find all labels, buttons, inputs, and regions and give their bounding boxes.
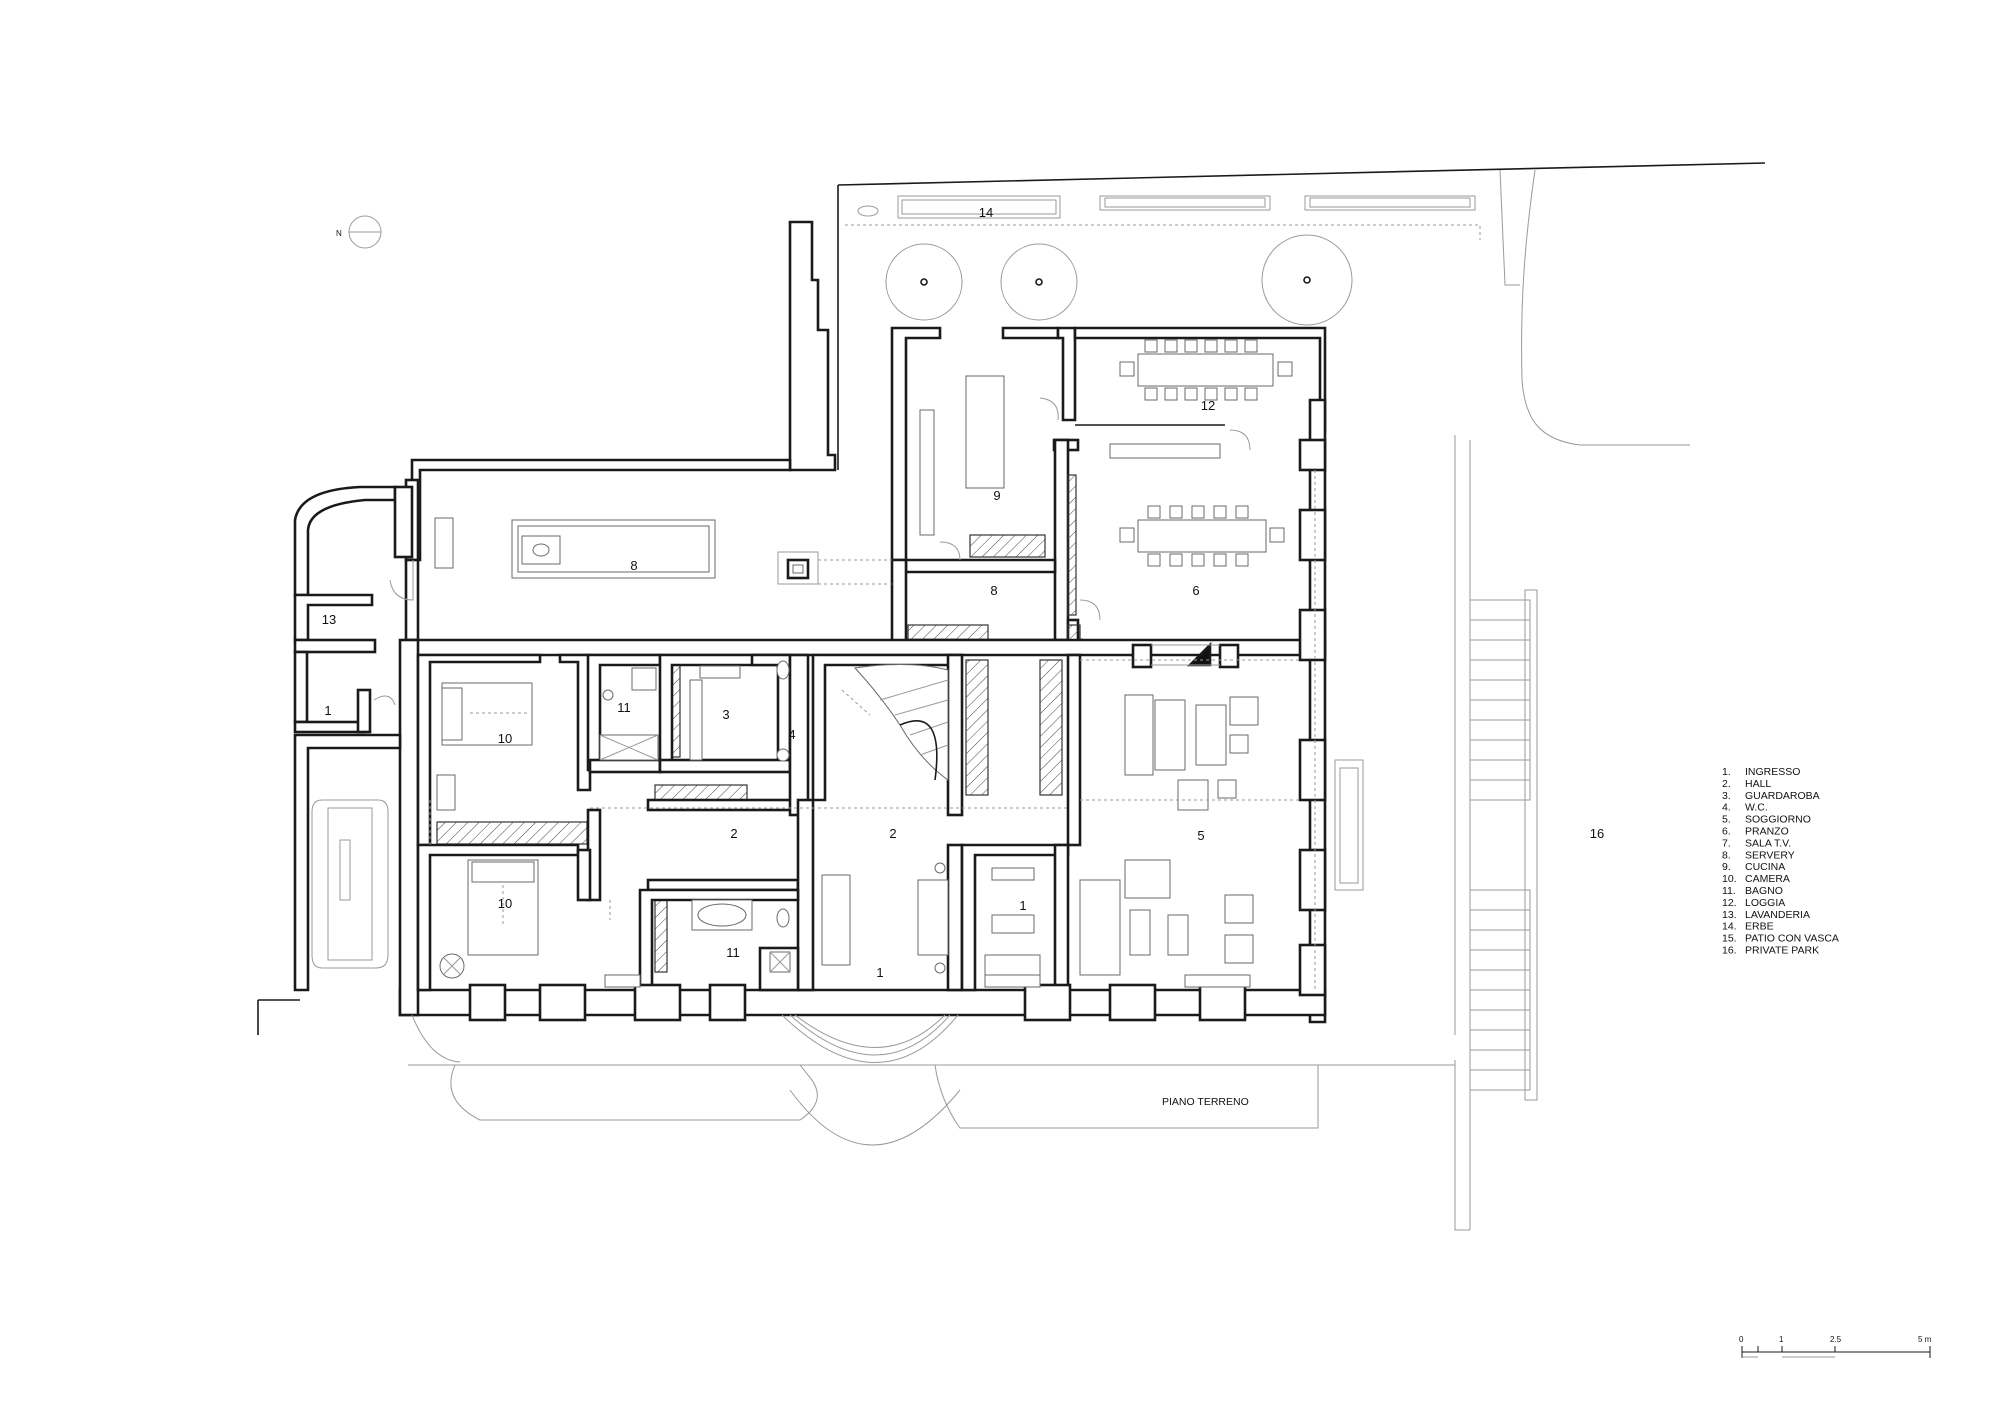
legend-label: SOGGIORNO xyxy=(1745,814,1811,826)
plan-title: PIANO TERRENO xyxy=(1162,1096,1249,1108)
legend-number: 3. xyxy=(1722,790,1731,802)
room-label-pranzo: 6 xyxy=(1192,583,1199,598)
legend-number: 16. xyxy=(1722,945,1737,957)
legend-label: GUARDAROBA xyxy=(1745,790,1820,802)
bath-upper-fixtures xyxy=(599,667,659,761)
legend-number: 2. xyxy=(1722,778,1731,790)
dining-table xyxy=(1109,443,1285,567)
legend-label: PATIO CON VASCA xyxy=(1745,933,1839,945)
room-boundaries xyxy=(590,470,1316,990)
legend-label: PRANZO xyxy=(1745,826,1789,838)
legend-number: 7. xyxy=(1722,837,1731,849)
room-label-lavanderia: 13 xyxy=(322,612,336,627)
legend-label: INGRESSO xyxy=(1745,766,1800,778)
room-label-ingresso-a: 1 xyxy=(324,703,331,718)
scale-tick-0: 0 xyxy=(1739,1335,1744,1344)
legend-number: 10. xyxy=(1722,873,1737,885)
room-label-camera-b: 10 xyxy=(498,896,512,911)
left-wing-walls xyxy=(257,485,414,1035)
legend: 1. INGRESSO 2. HALL 3. GUARDAROBA 4. W.C. 5. SOGG… xyxy=(1722,766,1839,957)
kitchen-island xyxy=(919,375,1005,536)
legend-label: CUCINA xyxy=(1745,861,1785,873)
legend-number: 4. xyxy=(1722,802,1731,814)
legend-label: SERVERY xyxy=(1745,849,1795,861)
legend-number: 11. xyxy=(1722,885,1736,897)
scale-tick-5m: 5 m xyxy=(1918,1335,1932,1344)
legend-label: PRIVATE PARK xyxy=(1745,945,1819,957)
legend-number: 9. xyxy=(1722,861,1731,873)
fireplace xyxy=(1131,641,1240,669)
room-label-guardaroba: 3 xyxy=(722,707,729,722)
legend-label: SALA T.V. xyxy=(1745,837,1791,849)
legend-label: LOGGIA xyxy=(1745,897,1785,909)
front-terrace xyxy=(411,1014,1319,1146)
room-label-ingresso-c: 1 xyxy=(1019,898,1026,913)
room-label-erbe: 14 xyxy=(979,205,993,220)
legend-number: 8. xyxy=(1722,849,1731,861)
legend-number: 15. xyxy=(1722,933,1737,945)
entrance-steps xyxy=(781,1014,959,1063)
bath-lower-fixtures xyxy=(604,899,791,988)
legend-number: 14. xyxy=(1722,921,1737,933)
door-openings xyxy=(373,397,1251,920)
patio-pool xyxy=(311,799,389,969)
wardrobe-wc-fixtures xyxy=(689,660,790,762)
legend-number: 6. xyxy=(1722,826,1731,838)
staircase xyxy=(821,663,949,974)
entrance-furniture xyxy=(984,867,1041,988)
legend-label: W.C. xyxy=(1745,802,1768,814)
room-label-bagno-b: 11 xyxy=(726,945,740,960)
north-arrow xyxy=(348,215,382,249)
room-label-private-park: 16 xyxy=(1590,826,1604,841)
legend-number: 1. xyxy=(1722,766,1731,778)
chimney-block xyxy=(777,551,892,585)
servery-counter xyxy=(434,517,716,579)
bed-lower xyxy=(439,859,539,979)
north-label: N xyxy=(336,229,342,238)
site-boundary xyxy=(408,162,1766,1231)
legend-label: ERBE xyxy=(1745,921,1774,933)
scale-bar: 0 1 2.5 5 m xyxy=(1739,1335,1932,1358)
living-furniture xyxy=(1079,694,1259,988)
legend-number: 12. xyxy=(1722,897,1737,909)
legend-number: 5. xyxy=(1722,814,1731,826)
room-label-hall-b: 2 xyxy=(889,826,896,841)
room-labels: 13 1 8 9 12 8 6 14 10 11 3 4 2 2 10 11 1… xyxy=(322,205,1604,980)
room-label-camera-a: 10 xyxy=(498,731,512,746)
room-label-servery-b: 8 xyxy=(990,583,997,598)
room-label-servery-a: 8 xyxy=(630,558,637,573)
room-label-hall-a: 2 xyxy=(730,826,737,841)
main-walls xyxy=(398,438,1327,1022)
room-label-cucina: 9 xyxy=(993,488,1000,503)
room-label-soggiorno: 5 xyxy=(1197,828,1204,843)
legend-number: 13. xyxy=(1722,909,1737,921)
room-label-bagno-a: 11 xyxy=(617,700,631,715)
room-label-ingresso-b: 1 xyxy=(876,965,883,980)
herb-planters xyxy=(845,195,1481,240)
loggia-table xyxy=(1119,339,1293,401)
garden-trees xyxy=(885,234,1353,326)
legend-label: LAVANDERIA xyxy=(1745,909,1810,921)
room-label-loggia: 12 xyxy=(1201,398,1215,413)
legend-label: HALL xyxy=(1745,778,1771,790)
external-stairs xyxy=(1334,589,1538,1101)
legend-label: BAGNO xyxy=(1745,885,1783,897)
bed-upper xyxy=(436,682,533,811)
legend-label: CAMERA xyxy=(1745,873,1790,885)
scale-tick-2-5: 2.5 xyxy=(1830,1335,1842,1344)
scale-tick-1: 1 xyxy=(1779,1335,1784,1344)
room-label-wc: 4 xyxy=(788,727,795,742)
